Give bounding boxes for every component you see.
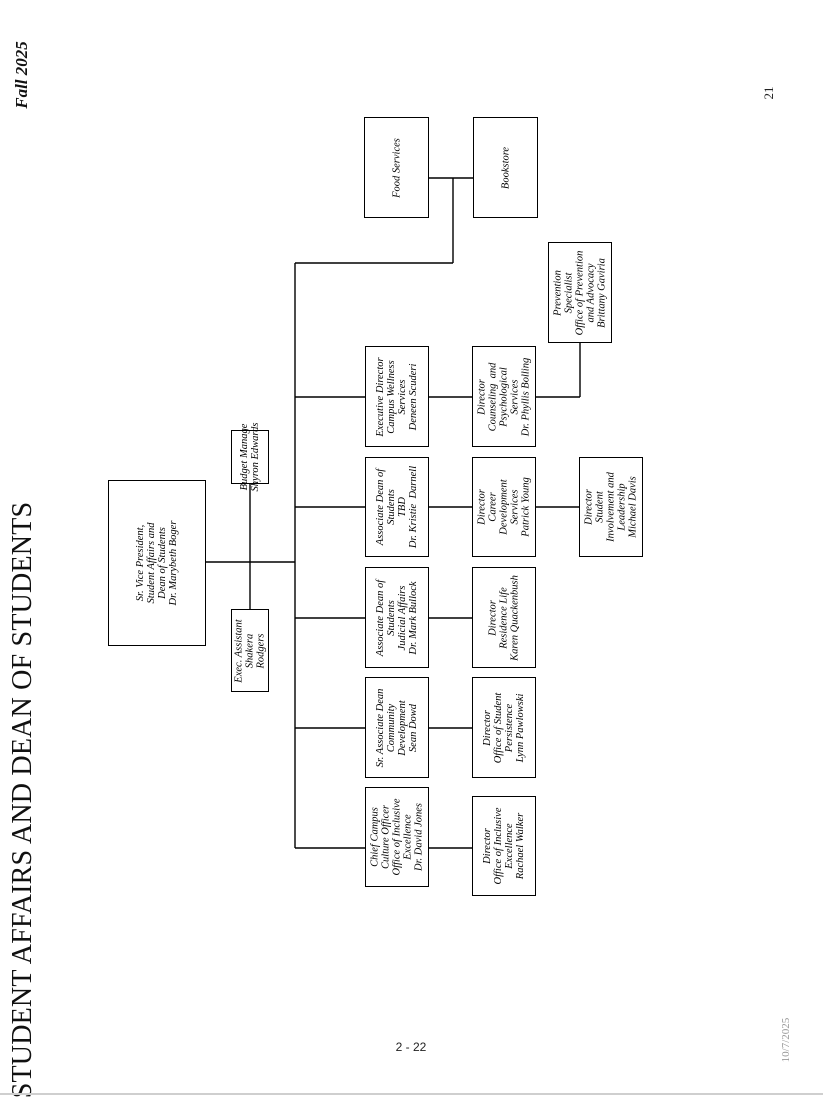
org-box-assoc-dean-students: Associate Dean of Students TBD Dr. Krist… bbox=[365, 457, 429, 557]
org-box-sr-assoc-dean-label: Sr. Associate Dean Community Development… bbox=[375, 688, 419, 767]
org-box-budget-label: Budget Manage Shyron Edwards bbox=[239, 422, 261, 492]
org-box-executive-director: Executive Director Campus Wellness Servi… bbox=[365, 346, 429, 447]
org-box-bookstore-label: Bookstore bbox=[500, 146, 511, 189]
org-box-executive-director-label: Executive Director Campus Wellness Servi… bbox=[375, 356, 419, 437]
page-footer-label: 2 - 22 bbox=[395, 1040, 427, 1054]
org-box-student-persistence: Director Office of Student Persistence L… bbox=[472, 677, 536, 778]
org-box-exec-assistant-label: Exec. Assistant Shakera Rodgers bbox=[233, 618, 267, 683]
org-box-budget: Budget Manage Shyron Edwards bbox=[231, 423, 269, 491]
org-box-prevention-label: Prevention Specialist Office of Preventi… bbox=[552, 250, 608, 335]
bottom-rule bbox=[0, 1093, 823, 1095]
org-box-sr-assoc-dean: Sr. Associate Dean Community Development… bbox=[365, 677, 429, 778]
org-box-assoc-dean-students-label: Associate Dean of Students TBD Dr. Krist… bbox=[375, 465, 419, 549]
org-box-residence-life: Director Residence Life Karen Quackenbus… bbox=[472, 567, 536, 668]
org-box-food-services: Food Services bbox=[364, 117, 429, 218]
org-box-bookstore: Bookstore bbox=[473, 117, 538, 218]
org-box-chief-culture-officer-label: Chief Campus Culture Officer Office of I… bbox=[369, 798, 425, 876]
org-box-assoc-dean-judicial: Associate Dean of Students Judicial Affa… bbox=[365, 567, 429, 668]
org-box-inclusive-excellence: Director Office of Inclusive Excellence … bbox=[472, 796, 536, 896]
org-box-student-persistence-label: Director Office of Student Persistence L… bbox=[482, 692, 526, 763]
org-box-exec-assistant: Exec. Assistant Shakera Rodgers bbox=[231, 609, 269, 692]
org-box-assoc-dean-judicial-label: Associate Dean of Students Judicial Affa… bbox=[375, 579, 419, 656]
org-box-prevention: Prevention Specialist Office of Preventi… bbox=[548, 242, 612, 343]
org-box-career-label: Director Career Development Services Pat… bbox=[476, 477, 532, 537]
org-box-residence-life-label: Director Residence Life Karen Quackenbus… bbox=[487, 574, 521, 661]
org-box-student-involvement-label: Director Student Involvement and Leaders… bbox=[583, 472, 639, 542]
org-box-vp-label: Sr. Vice President, Student Affairs and … bbox=[135, 520, 179, 606]
org-box-chief-culture-officer: Chief Campus Culture Officer Office of I… bbox=[365, 787, 429, 887]
org-box-vp: Sr. Vice President, Student Affairs and … bbox=[108, 480, 206, 646]
org-box-career: Director Career Development Services Pat… bbox=[472, 457, 536, 557]
org-box-food-services-label: Food Services bbox=[391, 137, 402, 198]
org-box-inclusive-excellence-label: Director Office of Inclusive Excellence … bbox=[482, 807, 526, 885]
org-box-counseling-label: Director Counseling and Psychological Se… bbox=[476, 357, 532, 436]
org-box-student-involvement: Director Student Involvement and Leaders… bbox=[579, 457, 643, 557]
org-box-counseling: Director Counseling and Psychological Se… bbox=[472, 346, 536, 447]
